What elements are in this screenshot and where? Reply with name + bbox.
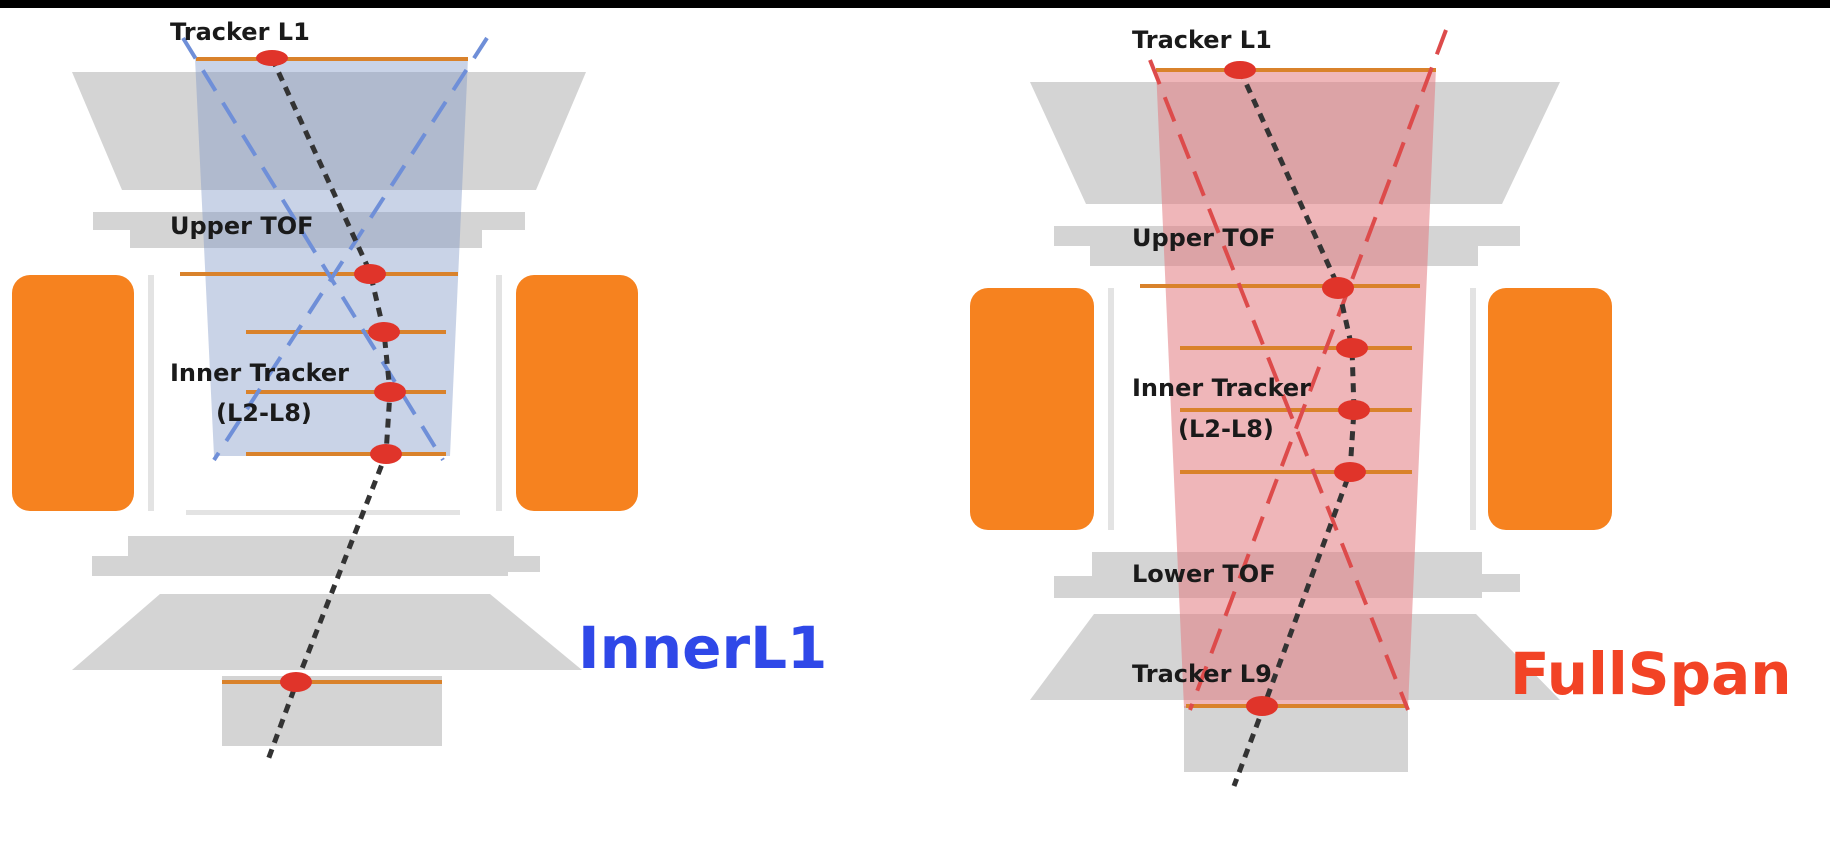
panel-title-innerl1: InnerL1 — [578, 614, 827, 682]
hit-marker — [1322, 277, 1354, 299]
tracker-l9-block — [222, 676, 442, 746]
hit-marker — [1336, 338, 1368, 358]
right-magnet — [1488, 288, 1612, 530]
lower-trapezoid-structure — [72, 594, 582, 670]
hit-marker — [1224, 61, 1256, 79]
label-lower-tof: Lower TOF — [1132, 560, 1276, 588]
hit-marker — [368, 322, 400, 342]
label-upper-tof: Upper TOF — [170, 212, 313, 240]
tracker-plane-l1 — [196, 57, 468, 61]
tracker-plane-l2 — [180, 272, 458, 276]
tracker-plane-l1 — [1156, 68, 1436, 72]
hit-marker — [374, 382, 406, 402]
right-inner-wall — [496, 275, 502, 511]
left-magnet — [970, 288, 1094, 530]
tracker-plane-l3 — [246, 330, 446, 334]
label-tracker-l1: Tracker L1 — [1132, 26, 1272, 54]
tracker-plane-l5 — [246, 452, 446, 456]
hit-marker — [1338, 400, 1370, 420]
label-upper-tof: Upper TOF — [1132, 224, 1275, 252]
inner-floor-line — [186, 510, 460, 515]
tracker-plane-l4 — [1180, 408, 1412, 412]
tracker-plane-l5 — [1180, 470, 1412, 474]
acceptance-region — [1156, 68, 1436, 708]
acceptance-boundary-line — [1188, 29, 1448, 711]
hit-markers — [1224, 61, 1370, 716]
label-inner-tracker-layers: (L2-L8) — [216, 399, 312, 427]
lower-tof-structure — [92, 536, 540, 576]
label-inner-tracker-layers: (L2-L8) — [1178, 415, 1274, 443]
tracker-plane-l2 — [1140, 284, 1420, 288]
hit-marker — [1334, 462, 1366, 482]
label-inner-tracker: Inner Tracker — [1132, 374, 1311, 402]
left-panel: Tracker L1 Upper TOF Inner Tracker (L2-L… — [12, 18, 827, 761]
tracker-plane-l3 — [1180, 346, 1412, 350]
hit-marker — [370, 444, 402, 464]
tracker-plane-l9 — [1186, 704, 1408, 708]
acceptance-boundary-line — [181, 36, 445, 462]
hit-marker — [256, 50, 288, 66]
panel-title-fullspan: FullSpan — [1510, 640, 1792, 708]
upper-trapezoid-structure — [72, 72, 586, 190]
acceptance-boundary-line — [1148, 59, 1410, 711]
right-inner-wall — [1470, 288, 1476, 530]
left-magnet — [12, 275, 134, 511]
left-inner-wall — [148, 275, 154, 511]
right-panel: Tracker L1 Upper TOF Inner Tracker (L2-L… — [970, 26, 1792, 787]
tracker-plane-l9 — [222, 680, 442, 684]
hit-marker — [280, 672, 312, 692]
hit-markers — [256, 50, 406, 692]
acceptance-boundary-line — [212, 36, 489, 462]
top-border — [0, 0, 1830, 8]
acceptance-region — [195, 58, 468, 456]
right-magnet — [516, 275, 638, 511]
hit-marker — [354, 264, 386, 284]
label-inner-tracker: Inner Tracker — [170, 359, 349, 387]
hit-marker — [1246, 696, 1278, 716]
left-inner-wall — [1108, 288, 1114, 530]
label-tracker-l1: Tracker L1 — [170, 18, 310, 46]
tracker-l9-block — [1184, 706, 1408, 772]
label-tracker-l9: Tracker L9 — [1132, 660, 1272, 688]
upper-tof-structure — [93, 212, 525, 248]
tracker-plane-l4 — [246, 390, 446, 394]
